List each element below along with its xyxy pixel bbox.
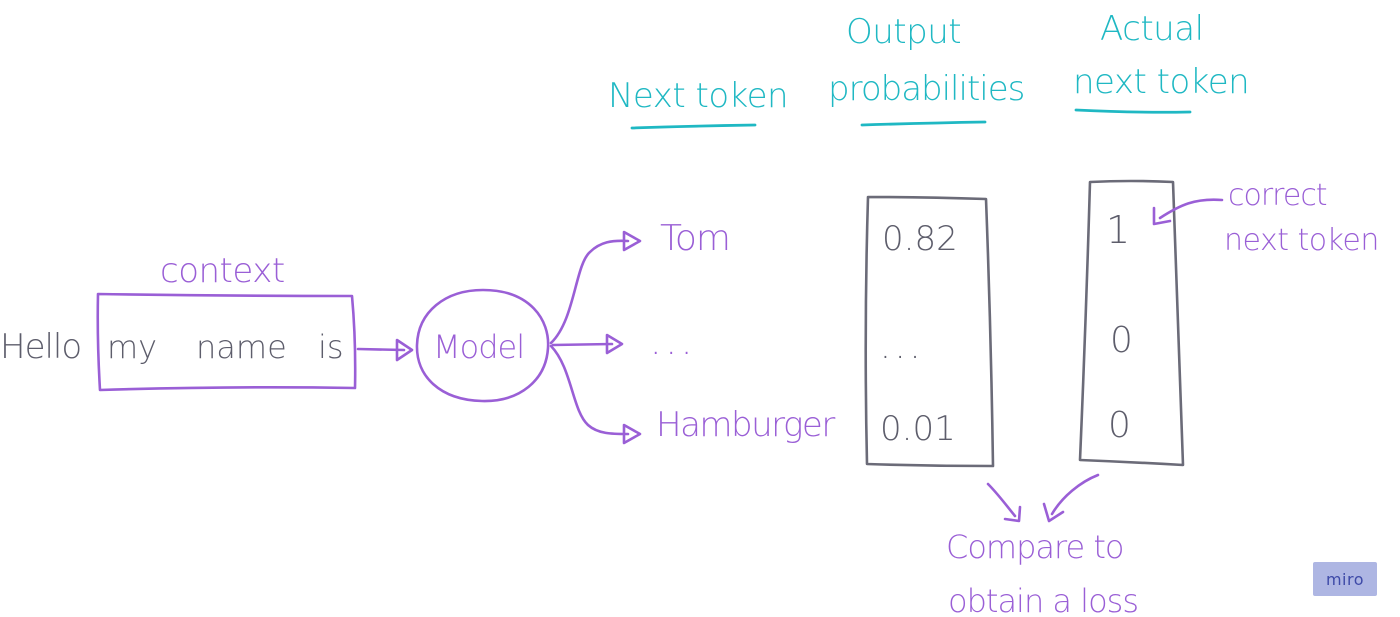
probability-middle: ... bbox=[880, 327, 924, 367]
arrow-compare-right-head bbox=[1042, 502, 1065, 523]
model-circle bbox=[415, 288, 550, 403]
actual-top: 1 bbox=[1106, 208, 1130, 252]
actual-next-token-box bbox=[1078, 179, 1185, 467]
context-word-my: my bbox=[107, 328, 157, 366]
candidate-bottom: Hamburger bbox=[656, 405, 835, 445]
miro-badge: miro bbox=[1313, 562, 1377, 596]
output-probabilities-box bbox=[864, 195, 995, 468]
underline-actual-next-token bbox=[1074, 108, 1192, 114]
arrow-correct-annotation-head bbox=[1152, 206, 1172, 226]
header-output-line1: Output bbox=[846, 12, 961, 52]
header-actual-line1: Actual bbox=[1100, 9, 1204, 49]
actual-bottom: 0 bbox=[1108, 405, 1131, 446]
annotation-correct-line2: next token bbox=[1224, 223, 1379, 258]
header-actual-line2: next token bbox=[1073, 62, 1249, 102]
context-word-name: name bbox=[196, 328, 287, 366]
model-label: Model bbox=[433, 328, 524, 366]
actual-middle: 0 bbox=[1110, 320, 1133, 361]
outside-word-hello: Hello bbox=[0, 327, 81, 367]
underline-next-token bbox=[630, 123, 757, 130]
annotation-compare-line1: Compare to bbox=[946, 528, 1123, 566]
arrow-model-to-top bbox=[549, 239, 630, 345]
candidate-top: Tom bbox=[660, 218, 730, 259]
arrow-model-to-bottom bbox=[549, 344, 630, 436]
underline-output-probabilities bbox=[860, 120, 987, 127]
context-label: context bbox=[160, 251, 285, 291]
context-word-is: is bbox=[318, 328, 344, 366]
arrow-model-to-middle-head bbox=[605, 333, 624, 355]
header-next-token: Next token bbox=[608, 76, 788, 116]
probability-top: 0.82 bbox=[882, 219, 958, 259]
annotation-compare-line2: obtain a loss bbox=[948, 582, 1138, 617]
arrow-compare-left bbox=[986, 482, 1017, 518]
annotation-correct-line1: correct bbox=[1228, 178, 1327, 213]
arrow-compare-left-head bbox=[1003, 505, 1022, 523]
context-box bbox=[96, 292, 357, 392]
arrow-model-to-top-head bbox=[622, 230, 642, 252]
arrow-context-to-model-head bbox=[395, 338, 414, 362]
probability-bottom: 0.01 bbox=[880, 409, 956, 449]
candidate-middle: ... bbox=[650, 322, 696, 363]
arrow-model-to-middle bbox=[551, 342, 614, 347]
arrow-model-to-bottom-head bbox=[622, 423, 642, 445]
header-output-line2: probabilities bbox=[828, 69, 1024, 109]
arrow-compare-right bbox=[1050, 473, 1100, 516]
arrow-correct-annotation bbox=[1158, 198, 1224, 220]
